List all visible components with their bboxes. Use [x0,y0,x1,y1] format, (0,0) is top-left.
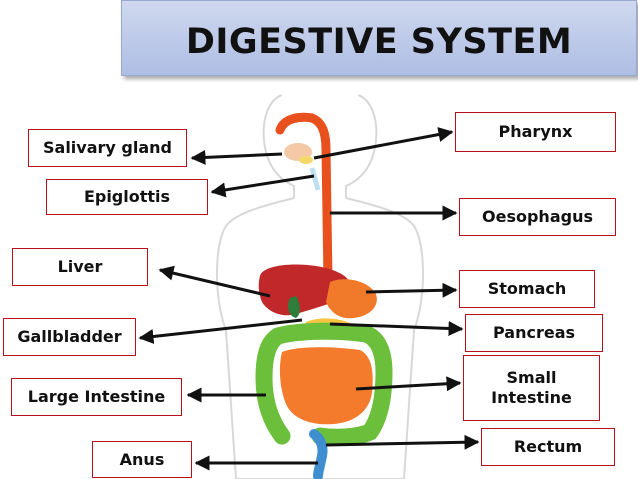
label-epiglottis-text: Epiglottis [83,187,171,206]
label-large-intestine-text: Large Intestine [27,387,166,406]
epiglottis-arrow [210,174,315,198]
label-small-intestine-line1: Small [506,368,557,387]
epiglottis-organ [309,167,321,191]
stomach-organ [326,279,377,319]
rectum-arrow [325,434,480,450]
label-liver: Liver [12,248,148,286]
gallbladder-arrow [138,318,303,344]
oesophagus-organ [275,112,343,295]
label-pharynx-text: Pharynx [498,122,573,141]
label-oesophagus-text: Oesophagus [482,207,593,226]
label-epiglottis: Epiglottis [46,179,208,215]
label-anus-text: Anus [119,449,165,469]
pharynx-arrow [313,127,454,160]
large-intestine-organ [255,322,393,446]
label-pancreas-text: Pancreas [492,323,576,342]
body-silhouette [216,94,424,479]
label-liver-text: Liver [57,257,103,276]
title-banner: DIGESTIVE SYSTEM [121,0,637,76]
pancreas-arrow [329,320,464,336]
label-salivary-gland-text: Salivary gland [43,138,172,157]
label-salivary-gland: Salivary gland [28,129,187,167]
salivary-gland-highlight [299,156,313,164]
salivary-gland-arrow [190,149,283,165]
label-stomach-text: Stomach [487,279,567,298]
label-rectum: Rectum [481,428,615,466]
label-anus: Anus [92,441,192,478]
label-stomach: Stomach [459,270,595,308]
label-small-intestine: Small Intestine [463,355,600,421]
stomach-arrow [365,282,458,298]
label-gallbladder-text: Gallbladder [17,327,122,346]
small-intestine-arrow [355,376,462,392]
label-rectum-text: Rectum [513,437,583,456]
label-oesophagus: Oesophagus [459,198,616,236]
gallbladder-organ [288,296,300,318]
label-pharynx: Pharynx [455,112,616,152]
label-large-intestine: Large Intestine [11,378,182,416]
diagram-title: DIGESTIVE SYSTEM [185,22,573,62]
label-gallbladder: Gallbladder [3,318,136,356]
label-small-intestine-line2: Intestine [491,388,572,407]
small-intestine-organ [279,347,373,425]
label-pancreas: Pancreas [465,314,603,352]
rectum-organ [309,429,328,479]
liver-arrow [158,265,271,298]
